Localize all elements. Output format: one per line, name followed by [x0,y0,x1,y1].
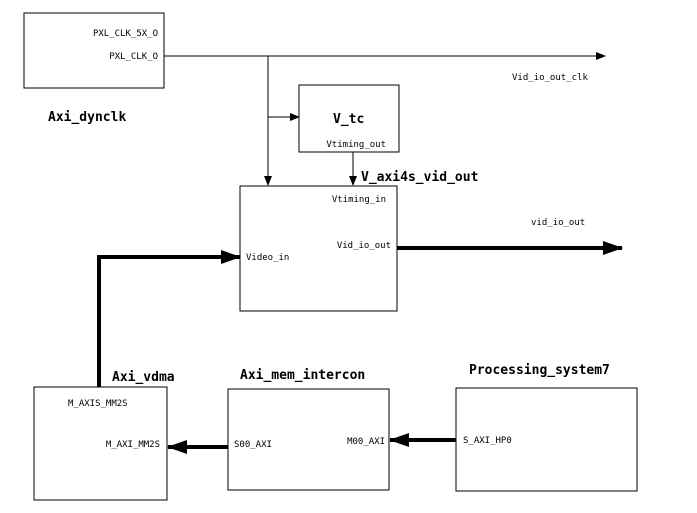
block-axi-vdma[interactable]: Axi_vdma M_AXIS_MM2S M_AXI_MM2S [33,370,175,501]
v-axi4s-port-vid-io-out: Vid_io_out [337,241,391,251]
axi-dynclk-box [23,12,165,89]
block-axi-mem-intercon[interactable]: Axi_mem_intercon S00_AXI M00_AXI [227,368,390,491]
axi-mem-intercon-title: Axi_mem_intercon [240,368,365,383]
axi-dynclk-port-clk5x: PXL_CLK_5X_O [93,29,158,39]
axi-dynclk-title: Axi_dynclk [48,110,126,125]
axi-mem-intercon-port-s00: S00_AXI [234,440,272,450]
axi-vdma-box [33,386,168,501]
vdma-to-video-in-line [97,250,241,388]
axi-vdma-port-m-axis-mm2s: M_AXIS_MM2S [68,399,128,409]
v-axi4s-vid-out-box [239,185,398,312]
vid-io-out-clk-label: Vid_io_out_clk [512,73,588,83]
vid-io-out-label: vid_io_out [531,218,585,228]
v-tc-box [298,84,400,153]
processing-system7-port-s-axi-hp0: S_AXI_HP0 [463,436,512,446]
v-tc-title: V_tc [333,112,364,127]
axi-mem-intercon-port-m00: M00_AXI [347,437,385,447]
v-axi4s-port-vtiming-in: Vtiming_in [332,195,386,205]
block-axi-dynclk[interactable]: PXL_CLK_5X_O PXL_CLK_O Axi_dynclk [23,12,165,125]
axi-mem-intercon-box [227,388,390,491]
axi-vdma-title: Axi_vdma [112,370,175,385]
axi-vdma-port-m-axi-mm2s: M_AXI_MM2S [106,440,160,450]
block-processing-system7[interactable]: Processing_system7 S_AXI_HP0 [455,363,638,492]
v-axi4s-port-video-in: Video_in [246,253,289,263]
block-v-tc[interactable]: V_tc Vtiming_out [298,84,400,153]
processing-system7-box [455,387,638,492]
v-axi4s-vid-out-title: V_axi4s_vid_out [361,170,478,185]
block-v-axi4s-vid-out[interactable]: V_axi4s_vid_out Vtiming_in Vid_io_out Vi… [239,170,478,312]
axi-dynclk-port-clk: PXL_CLK_O [109,52,158,62]
v-tc-port-vtiming-out: Vtiming_out [326,140,386,150]
processing-system7-title: Processing_system7 [469,363,610,378]
